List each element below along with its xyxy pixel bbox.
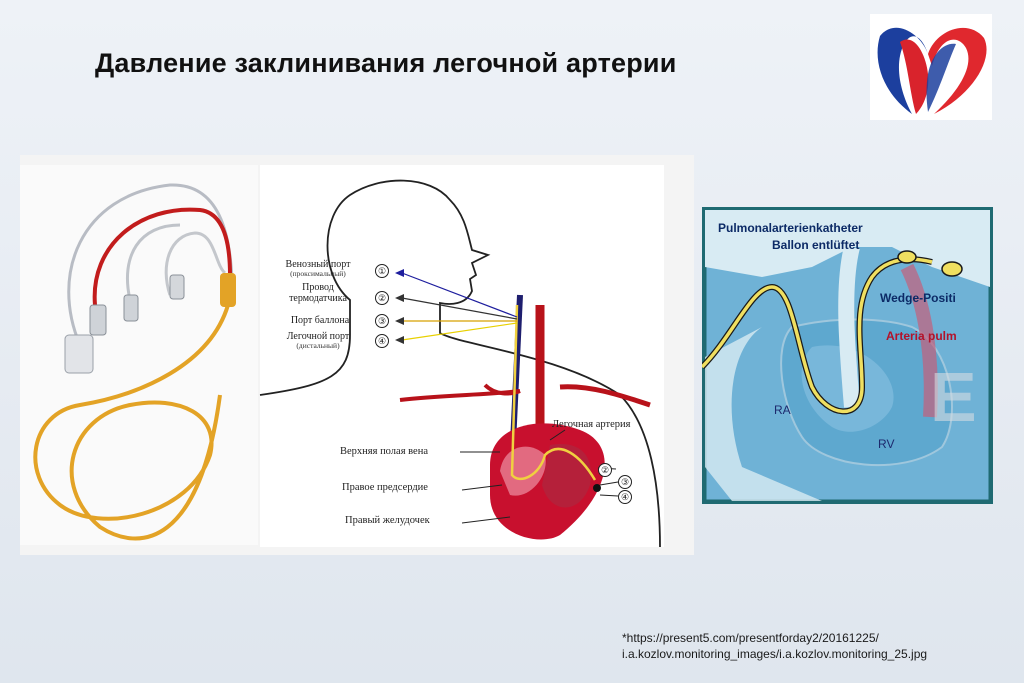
port-3-label-text: Порт баллона [272, 315, 368, 326]
port-3-number: ③ [375, 314, 389, 328]
port-4-number: ④ [375, 334, 389, 348]
wedge-illustration: Pulmonalarterienkatheter Ballon entlüfte… [702, 207, 993, 504]
rv-label: RV [878, 437, 894, 451]
wedge-position-label: Wedge-Positi [880, 291, 956, 305]
port-2-label-line2: термодатчика [272, 293, 364, 304]
watermark-label: E [930, 357, 977, 437]
pulmonary-artery-label: Легочная артерия [552, 419, 630, 430]
port-1-label: Венозный порт (проксимальный) [268, 259, 368, 278]
tip-number-4: ④ [618, 490, 632, 504]
port-4-label: Легочной порт (дистальный) [268, 331, 368, 350]
slide-title: Давление заклинивания легочной артерии [95, 48, 677, 79]
source-line-2: i.a.kozlov.monitoring_images/i.a.kozlov.… [622, 646, 927, 662]
superior-vena-cava-label: Верхняя полая вена [340, 446, 428, 457]
arteria-label: Arteria pulm [886, 329, 957, 343]
tip-number-2: ② [598, 463, 612, 477]
heart-logo-icon [870, 14, 992, 120]
port-3-label: Порт баллона [272, 315, 368, 326]
port-2-number: ② [375, 291, 389, 305]
source-line-1: *https://present5.com/presentforday2/201… [622, 630, 927, 646]
right-atrium-label: Правое предсердие [342, 482, 428, 493]
right-ventricle-label: Правый желудочек [345, 515, 430, 526]
source-citation: *https://present5.com/presentforday2/201… [622, 630, 927, 662]
catheter-figure: Венозный порт (проксимальный) ① Провод т… [20, 155, 694, 555]
catheter-title-line1: Pulmonalarterienkatheter [718, 221, 863, 235]
ra-label: RA [774, 403, 791, 417]
logo [870, 14, 992, 120]
catheter-title-line2: Ballon entlüftet [772, 238, 859, 252]
tip-number-3: ③ [618, 475, 632, 489]
port-2-label-line1: Провод [272, 282, 364, 293]
port-1-sublabel: (проксимальный) [268, 270, 368, 278]
port-4-sublabel: (дистальный) [268, 342, 368, 350]
port-1-number: ① [375, 264, 389, 278]
port-2-label: Провод термодатчика [272, 282, 364, 304]
catheter-figure-drawing [20, 155, 694, 555]
